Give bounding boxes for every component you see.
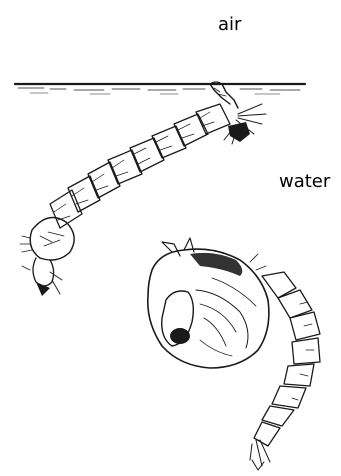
pupa-cephalothorax (148, 249, 269, 368)
pupa-abdomen (250, 272, 320, 470)
larva-siphon (210, 82, 238, 108)
larva-abdomen (50, 104, 230, 228)
pupa-trumpets (162, 238, 194, 256)
larva-thorax-head (20, 218, 74, 297)
water-surface-line (15, 84, 305, 94)
